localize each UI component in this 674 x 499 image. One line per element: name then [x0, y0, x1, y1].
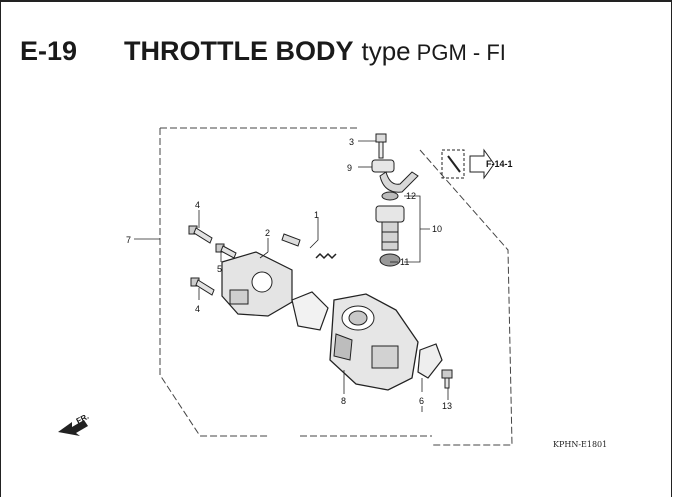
- callout-6: 6: [419, 396, 424, 406]
- reference-arrow: [441, 148, 495, 180]
- type-label: type: [361, 36, 411, 66]
- o-ring-part-12: [381, 191, 399, 201]
- callout-10: 10: [432, 224, 442, 234]
- seal-part-11: [379, 253, 401, 267]
- callout-3: 3: [349, 137, 354, 147]
- callout-13: 13: [442, 401, 452, 411]
- bolt-part-4-bottom: [190, 277, 215, 296]
- callout-12: 12: [406, 191, 416, 201]
- callout-4-bottom: 4: [195, 304, 200, 314]
- front-label: FR.: [75, 412, 91, 426]
- assembly-outline: [159, 127, 513, 446]
- injector-part-10: [375, 205, 405, 251]
- bolt-part-3: [375, 133, 387, 159]
- callout-1: 1: [314, 210, 319, 220]
- gasket-part-2: [291, 291, 329, 331]
- callout-7: 7: [126, 235, 131, 245]
- section-number: E-19: [20, 36, 78, 66]
- page-header: E-19 THROTTLE BODY type PGM - FI: [20, 36, 506, 68]
- screw-spring-part-1: [281, 233, 337, 260]
- callout-5: 5: [217, 264, 222, 274]
- throttle-body-part-8: [329, 293, 419, 391]
- screw-part-5: [215, 243, 237, 259]
- leader-lines: [134, 140, 449, 412]
- type-subtitle: PGM - FI: [416, 40, 506, 65]
- callout-11: 11: [400, 257, 409, 267]
- reference-label: F-14-1: [486, 159, 513, 169]
- front-direction-arrow: [58, 420, 88, 436]
- page-title: THROTTLE BODY: [124, 36, 354, 66]
- bolt-part-4-top: [188, 225, 213, 244]
- callout-4-top: 4: [195, 200, 200, 210]
- callout-9: 9: [347, 163, 352, 173]
- callout-8: 8: [341, 396, 346, 406]
- bolt-part-13: [441, 369, 453, 389]
- fuel-joint-part-9: [371, 159, 419, 193]
- bracket-part-6: [417, 343, 443, 379]
- callout-2: 2: [265, 228, 270, 238]
- drawing-code: KPHN-E1801: [553, 440, 607, 449]
- intake-housing: [221, 251, 293, 317]
